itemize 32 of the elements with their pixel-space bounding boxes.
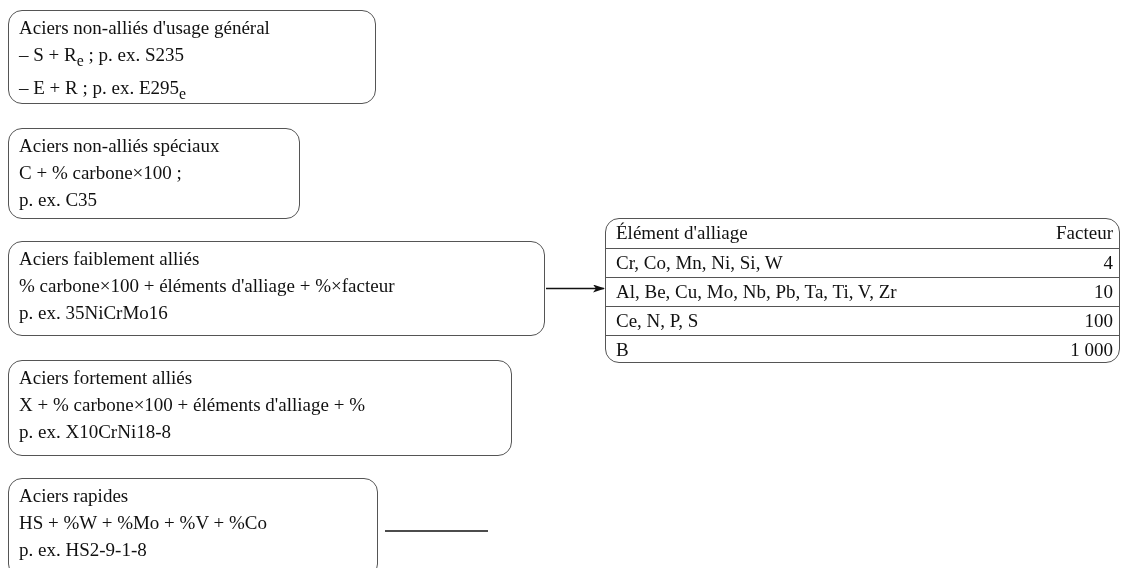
factor-cell-text: 10 — [1094, 280, 1113, 304]
designation-text: – S + R$_{e}$ ; p. ex. S235 — [19, 43, 186, 71]
designation-text: p. ex. C35 — [19, 188, 99, 212]
designation-text: – E + R ; p. ex. E295$_{e}$ — [19, 75, 188, 104]
factor-cell-text: 4 — [1103, 251, 1113, 275]
steel-category-box — [8, 478, 378, 568]
designation-text: HS + %W + %Mo + %V + %Co — [19, 511, 268, 535]
category-title: Aciers rapides — [19, 484, 130, 508]
designation-text: p. ex. HS2-9-1-8 — [19, 538, 148, 562]
element-cell-text: B — [616, 338, 629, 362]
designation-text: p. ex. X10CrNi18-8 — [19, 420, 172, 444]
element-cell-text: Ce, N, P, S — [616, 309, 699, 333]
element-cell-text: Al, Be, Cu, Mo, Nb, Pb, Ta, Ti, V, Zr — [616, 280, 897, 304]
steel-category-box — [8, 10, 376, 104]
designation-text: % carbone×100 + éléments d'alliage + %×facteur — [19, 274, 396, 298]
arrow — [545, 284, 605, 293]
steel-category-box — [8, 241, 545, 336]
factor-table — [605, 218, 1120, 363]
category-title: Aciers non-alliés spéciaux — [19, 134, 221, 158]
designation-text: X + % carbone×100 + éléments d'alliage + % — [19, 393, 366, 417]
column-header: Élément d'alliage — [616, 221, 748, 245]
designation-text: p. ex. 35NiCrMo16 — [19, 301, 169, 325]
factor-cell-text: 1 000 — [1070, 338, 1113, 362]
category-title: Aciers non-alliés d'usage général — [19, 16, 271, 40]
category-title: Aciers faiblement alliés — [19, 247, 201, 271]
element-cell-text: Cr, Co, Mn, Ni, Si, W — [616, 251, 783, 275]
category-title: Aciers fortement alliés — [19, 366, 194, 390]
factor-cell-text: 100 — [1084, 309, 1113, 333]
steel-category-box — [8, 360, 512, 456]
steel-category-box — [8, 128, 300, 219]
designation-text: C + % carbone×100 ; — [19, 161, 183, 185]
column-header: Facteur — [1056, 221, 1113, 245]
